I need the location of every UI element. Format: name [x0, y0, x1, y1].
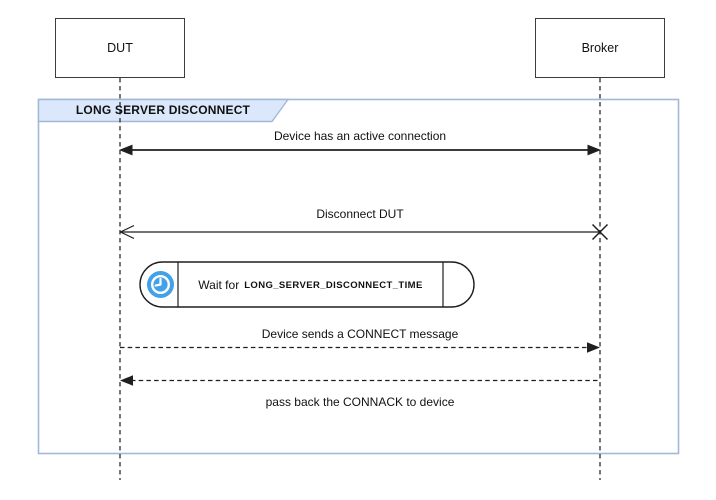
message-arrow-disconnect-dut [119, 223, 609, 241]
arrowhead-right-icon [587, 144, 601, 156]
actor-label-dut: DUT [107, 41, 133, 55]
message-label-connack: pass back the CONNACK to device [265, 395, 455, 409]
message-label-active-connection: Device has an active connection [273, 129, 447, 143]
message-label-disconnect-dut: Disconnect DUT [316, 207, 404, 221]
timer-pill-outline [139, 261, 475, 308]
timer-prefix-text: Wait for [198, 278, 240, 292]
actor-box-dut: DUT [55, 18, 185, 78]
message-arrow-connack [120, 375, 600, 386]
arrowhead-right-icon [587, 342, 600, 353]
message-label-connect: Device sends a CONNECT message [261, 327, 459, 341]
timer-pill [139, 261, 475, 308]
actor-box-broker: Broker [535, 18, 665, 78]
frame-title-tab [37, 98, 290, 123]
arrowhead-left-icon [120, 375, 133, 386]
message-arrow-active-connection [119, 144, 601, 156]
message-arrow-connect [120, 342, 600, 353]
arrowhead-left-icon [119, 144, 133, 156]
sequence-frame [37, 98, 680, 455]
timer-label: Wait for LONG_SERVER_DISCONNECT_TIME [178, 277, 443, 293]
frame-title: LONG SERVER DISCONNECT [75, 103, 251, 117]
lost-message-x-icon [591, 223, 609, 241]
actor-label-broker: Broker [581, 41, 619, 55]
timer-constant-text: LONG_SERVER_DISCONNECT_TIME [244, 280, 423, 291]
clock-icon [147, 271, 174, 298]
open-arrowhead-left-icon [119, 224, 135, 240]
